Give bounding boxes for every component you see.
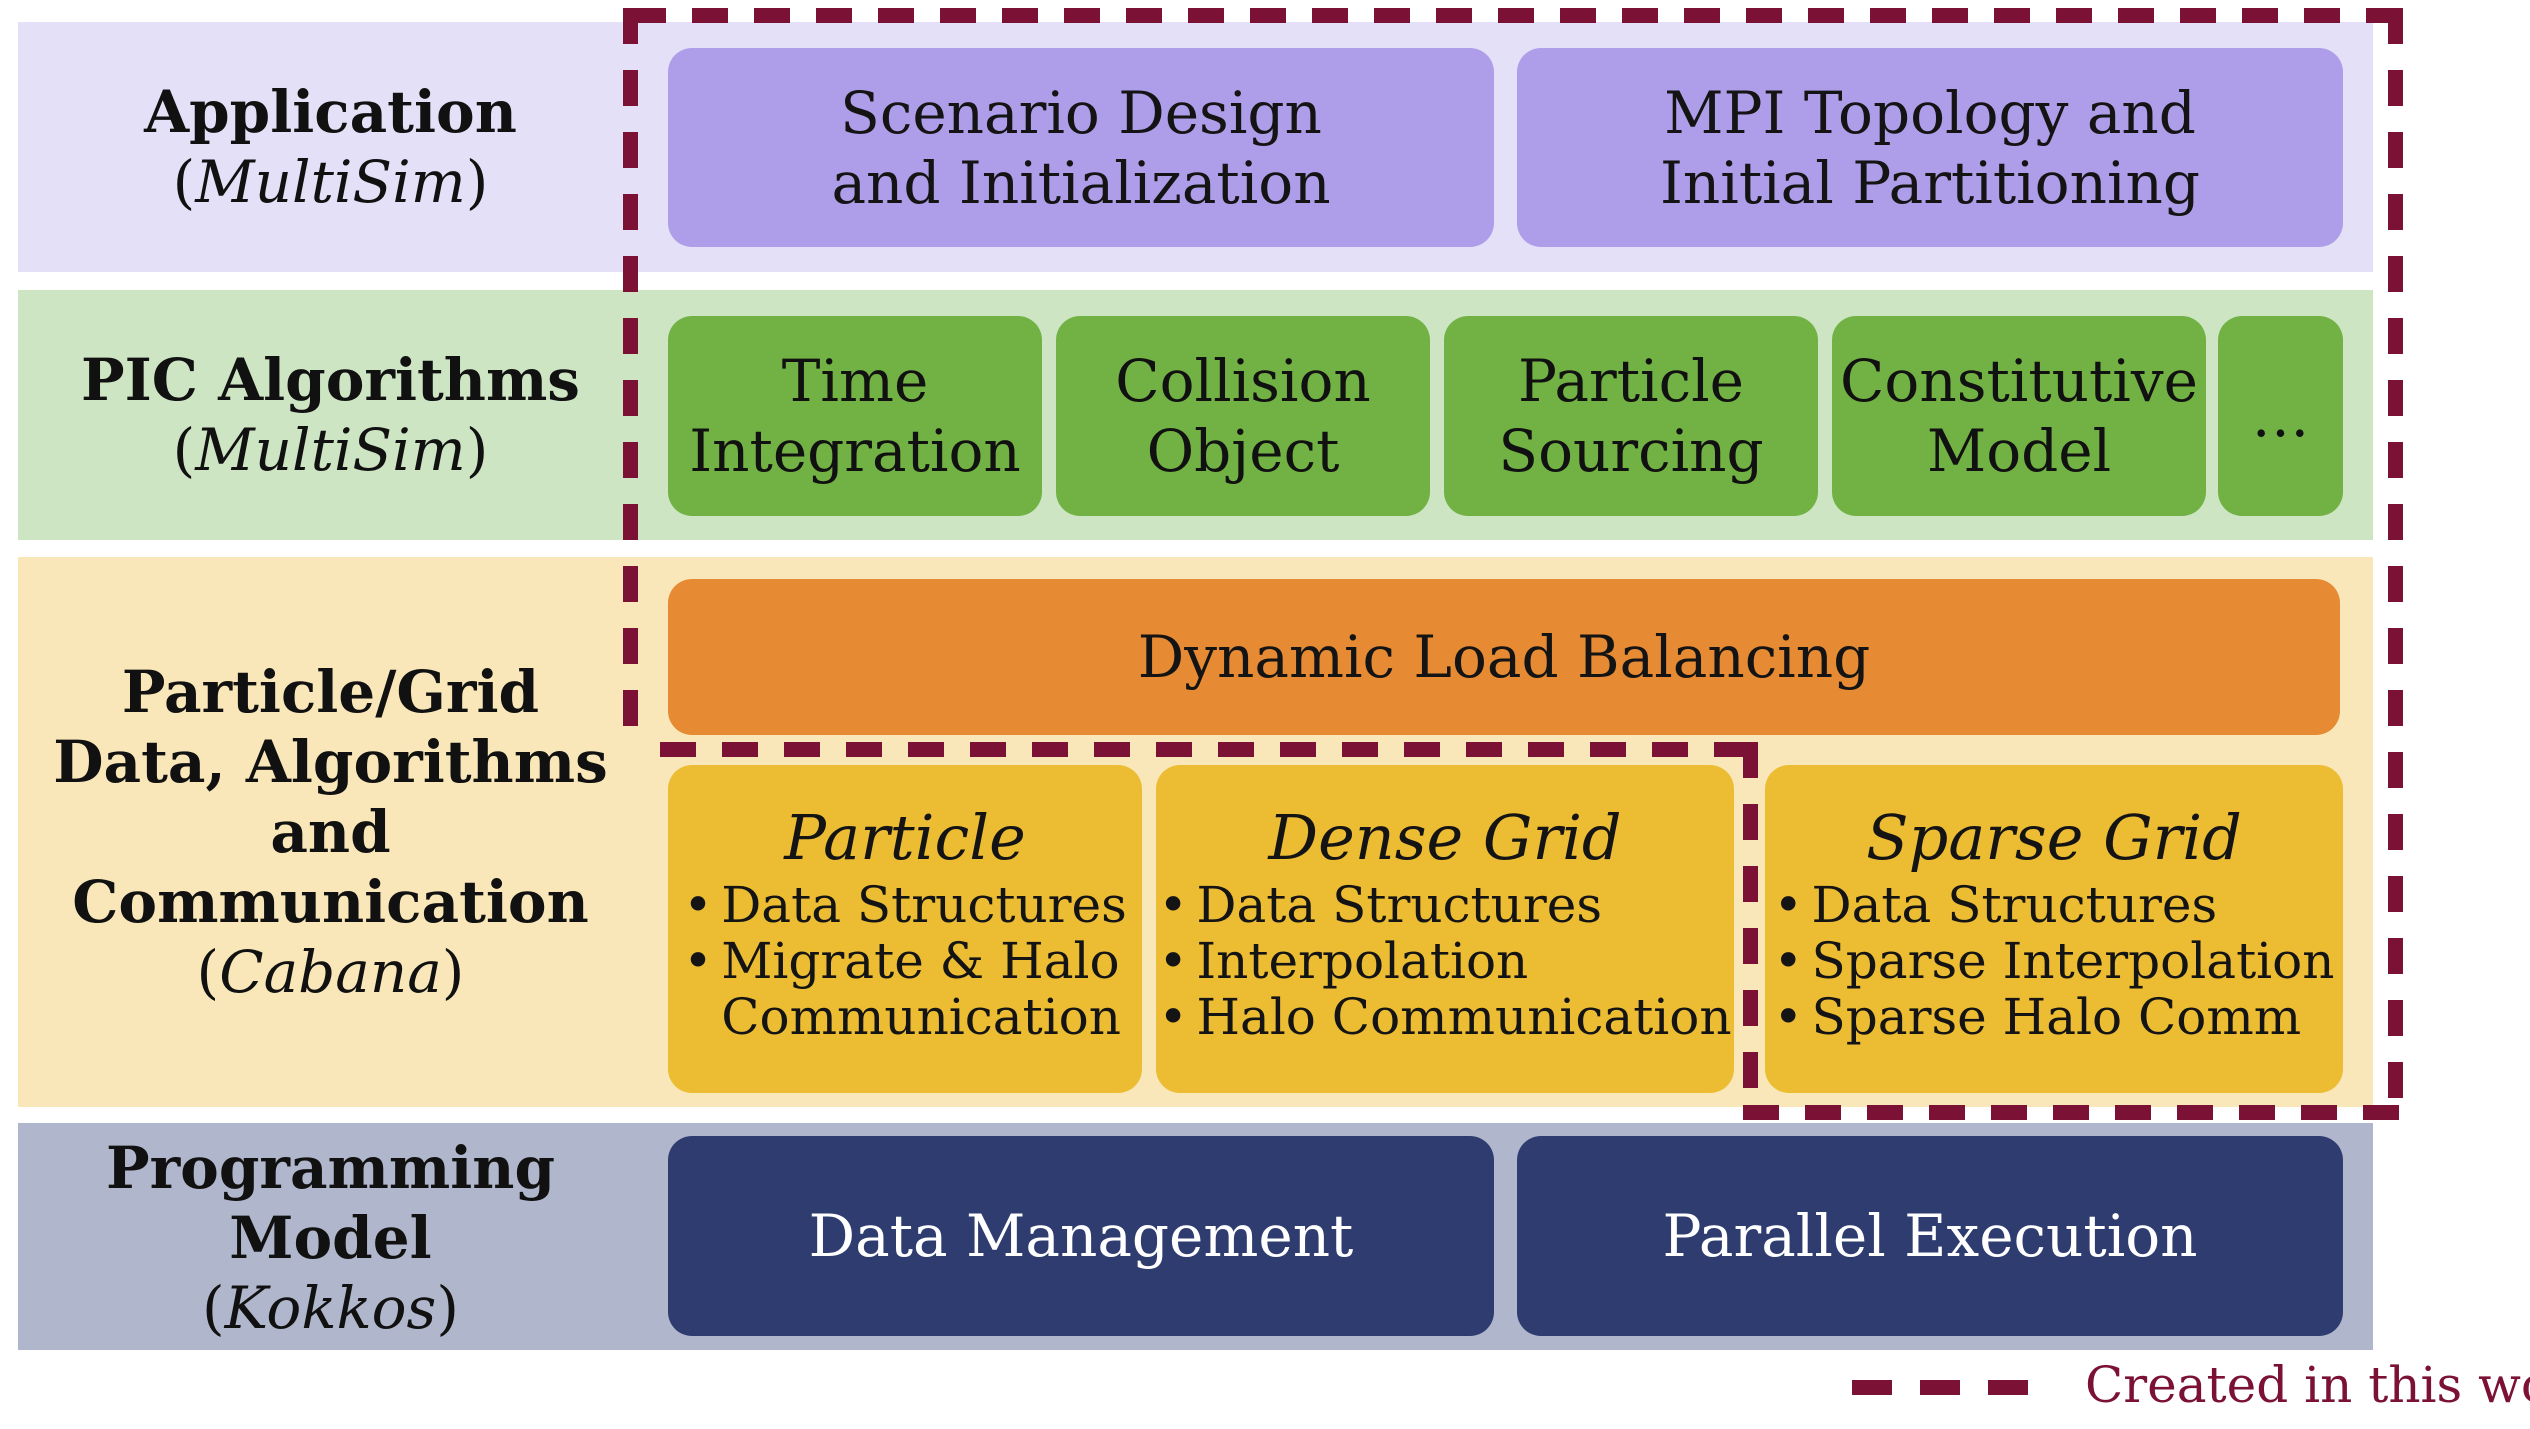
more-algorithms-box: …: [2218, 316, 2343, 516]
pic-layer-label: PIC Algorithms (MultiSim): [18, 345, 643, 485]
particle-panel: Particle Data Structures Migrate & Halo …: [668, 765, 1142, 1093]
box-text: MPI Topology and: [1664, 78, 2196, 147]
data-subtitle: (Cabana): [196, 938, 465, 1006]
application-title: Application: [144, 78, 517, 146]
list-item: Halo Communication: [1158, 989, 1731, 1045]
box-text: …: [2251, 382, 2310, 450]
dashed-outline-inner-vertical: [1743, 742, 1758, 1120]
dynamic-load-balancing-box: Dynamic Load Balancing: [668, 579, 2340, 735]
particle-panel-list: Data Structures Migrate & Halo Communica…: [683, 877, 1127, 1045]
box-text: Parallel Execution: [1662, 1202, 2198, 1270]
data-management-box: Data Management: [668, 1136, 1494, 1336]
box-text: Data Management: [808, 1202, 1354, 1270]
list-item: Sparse Halo Comm: [1774, 989, 2335, 1045]
dashed-outline-left: [623, 8, 638, 748]
list-item: Communication: [721, 988, 1121, 1046]
box-text: Initial Partitioning: [1660, 148, 2200, 217]
dashed-outline-right: [2388, 8, 2403, 1120]
legend-label: Created in this work: [2085, 1356, 2530, 1414]
sparse-grid-panel: Sparse Grid Data Structures Sparse Inter…: [1765, 765, 2343, 1093]
box-text: Particle: [1518, 347, 1744, 415]
data-layer-label: Particle/Grid Data, Algorithms and Commu…: [18, 657, 643, 1007]
programming-subtitle: (Kokkos): [202, 1274, 459, 1342]
dashed-outline-bottom: [1743, 1105, 2403, 1120]
box-text: Constitutive: [1840, 347, 2198, 415]
data-title-line-3: and: [270, 798, 391, 866]
box-text: Dynamic Load Balancing: [1137, 623, 1871, 691]
box-text: Object: [1146, 417, 1340, 485]
scenario-design-box: Scenario Design and Initialization: [668, 48, 1494, 247]
box-text: Time: [781, 347, 929, 415]
particle-panel-heading: Particle: [784, 801, 1026, 874]
programming-layer-label: Programming Model (Kokkos): [18, 1133, 643, 1343]
dense-grid-panel: Dense Grid Data Structures Interpolation…: [1156, 765, 1734, 1093]
box-text: Sourcing: [1498, 417, 1764, 485]
programming-title-line-2: Model: [229, 1204, 432, 1272]
parallel-execution-box: Parallel Execution: [1517, 1136, 2343, 1336]
mpi-topology-box: MPI Topology and Initial Partitioning: [1517, 48, 2343, 247]
data-title-line-2: Data, Algorithms: [53, 728, 608, 796]
box-text: Model: [1926, 417, 2112, 485]
data-title-line-4: Communication: [72, 868, 589, 936]
pic-title: PIC Algorithms: [81, 346, 580, 414]
application-layer-label: Application (MultiSim): [18, 77, 643, 217]
sparse-grid-panel-list: Data Structures Sparse Interpolation Spa…: [1774, 877, 2335, 1045]
list-item: Sparse Interpolation: [1774, 933, 2335, 989]
list-item: Data Structures: [683, 877, 1127, 933]
legend-dashed-line: [1852, 1380, 2032, 1395]
programming-title-line-1: Programming: [105, 1134, 556, 1202]
dashed-outline-inner-horizontal: [660, 742, 1758, 757]
list-item: Data Structures: [1158, 877, 1731, 933]
data-title-line-1: Particle/Grid: [121, 658, 540, 726]
dashed-outline-top: [630, 8, 2400, 23]
box-text: Integration: [689, 417, 1021, 485]
pic-subtitle: (MultiSim): [172, 416, 489, 484]
dense-grid-panel-list: Data Structures Interpolation Halo Commu…: [1158, 877, 1731, 1045]
list-item: Migrate & Halo: [683, 933, 1127, 989]
application-subtitle: (MultiSim): [172, 148, 489, 216]
sparse-grid-panel-heading: Sparse Grid: [1866, 801, 2242, 874]
box-text: Scenario Design: [840, 78, 1322, 147]
box-text: and Initialization: [831, 148, 1331, 217]
list-item: Data Structures: [1774, 877, 2335, 933]
dense-grid-panel-heading: Dense Grid: [1268, 801, 1622, 874]
list-item: Interpolation: [1158, 933, 1731, 989]
box-text: Collision: [1115, 347, 1371, 415]
